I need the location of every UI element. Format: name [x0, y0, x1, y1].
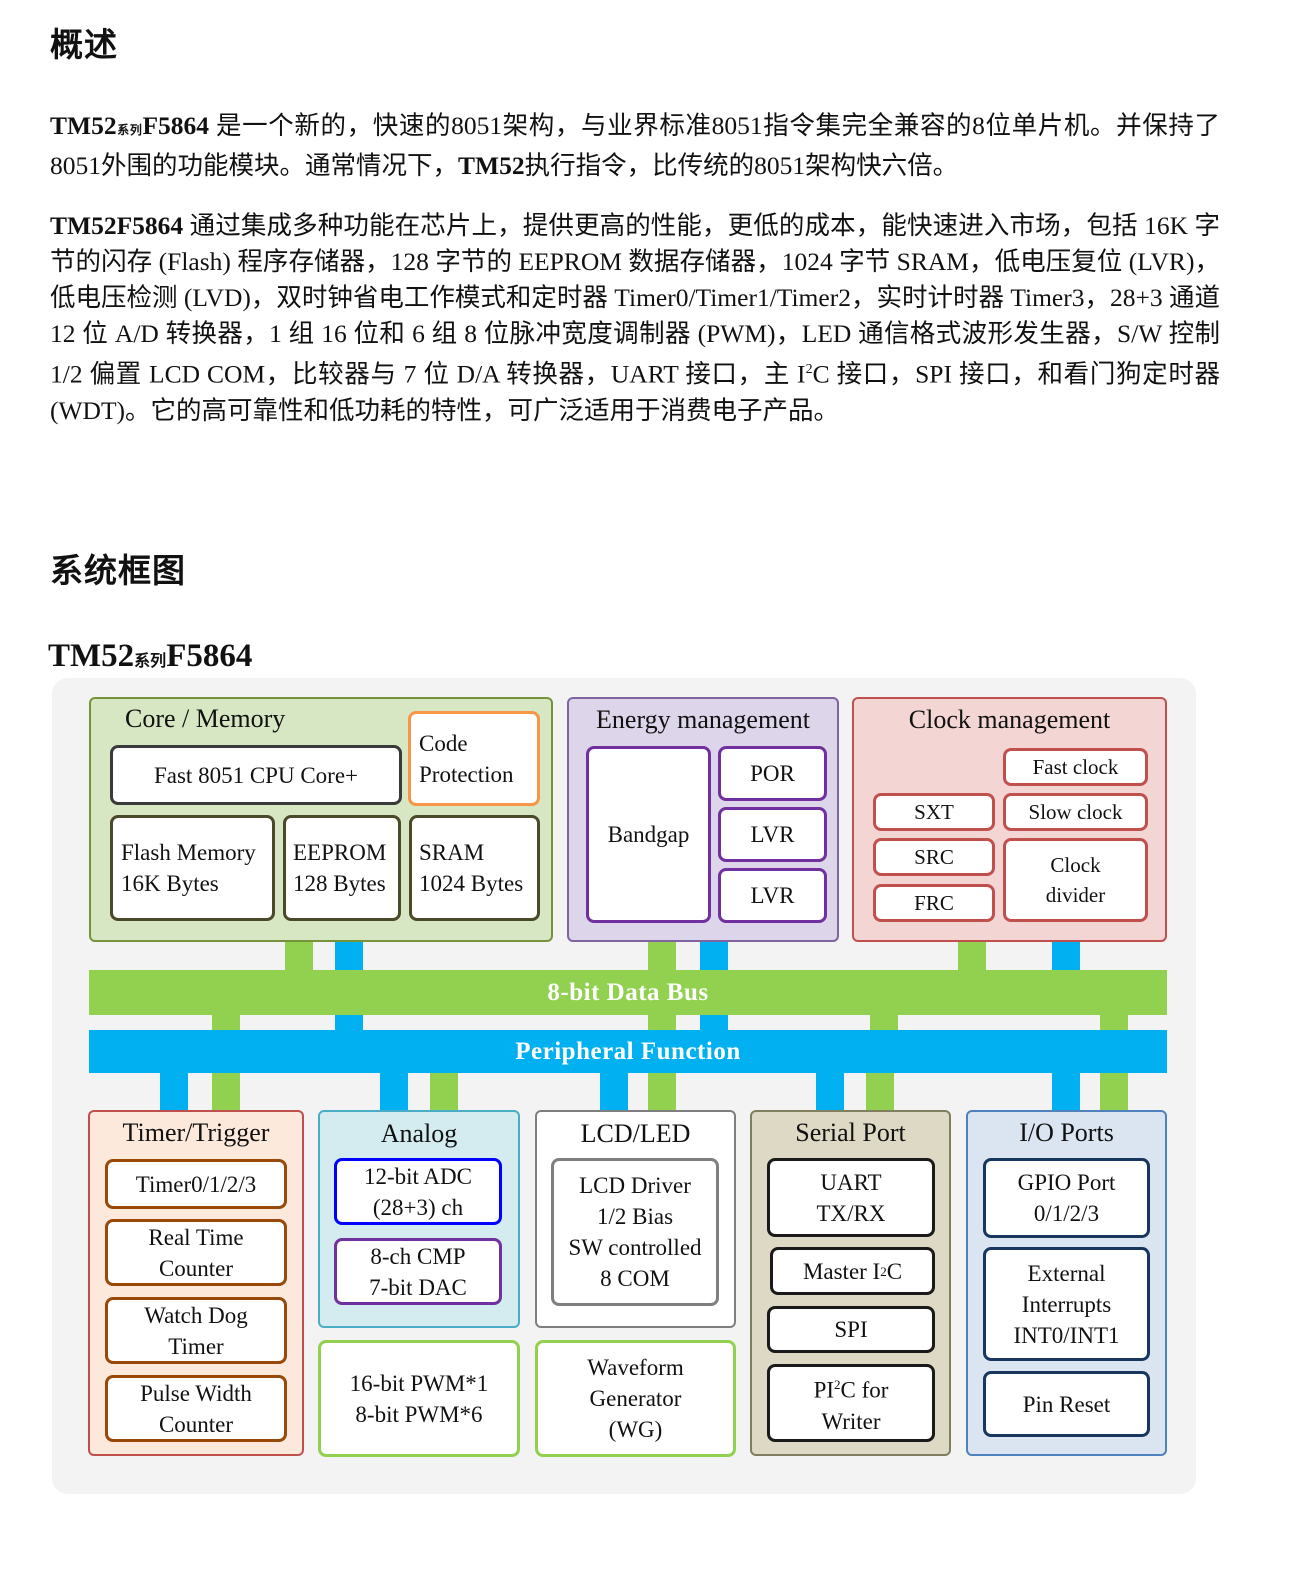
- adc-block: 12-bit ADC (28+3) ch: [334, 1158, 502, 1225]
- sxt-block: SXT: [873, 793, 995, 831]
- real-time-counter-block: Real Time Counter: [105, 1219, 287, 1286]
- bus-connector: [816, 1072, 844, 1112]
- lcd-driver-block: LCD Driver 1/2 Bias SW controlled 8 COM: [551, 1158, 719, 1306]
- block-diagram-heading: 系统框图: [50, 551, 186, 590]
- bus-connector: [648, 1014, 676, 1032]
- timer-trigger-title: Timer/Trigger: [122, 1118, 270, 1147]
- core-memory-title: Core / Memory: [125, 704, 286, 733]
- bus-connector: [212, 1014, 240, 1032]
- external-interrupts-block: External Interrupts INT0/INT1: [983, 1247, 1150, 1361]
- data-bus: 8-bit Data Bus: [89, 970, 1167, 1015]
- bus-connector: [958, 940, 986, 972]
- bus-connector: [1100, 1072, 1128, 1112]
- lvr-block: LVR: [718, 807, 827, 862]
- src-block: SRC: [873, 838, 995, 876]
- spi-block: SPI: [767, 1306, 935, 1353]
- clock-management-title: Clock management: [908, 705, 1111, 734]
- energy-management-title: Energy management: [596, 705, 810, 734]
- chip-title: TM52系列F5864: [48, 638, 253, 674]
- pin-reset-block: Pin Reset: [983, 1371, 1150, 1437]
- bus-connector: [380, 1072, 408, 1112]
- bandgap-block: Bandgap: [586, 746, 711, 923]
- slow-clock-block: Slow clock: [1003, 793, 1148, 831]
- eeprom-block: EEPROM 128 Bytes: [283, 815, 401, 921]
- bus-connector: [335, 1014, 363, 1032]
- watch-dog-timer-block: Watch Dog Timer: [105, 1297, 287, 1364]
- overview-paragraph-1: TM52系列F5864 是一个新的，快速的8051架构，与业界标准8051指令集…: [50, 111, 1220, 180]
- overview-heading: 概述: [50, 25, 118, 64]
- bus-connector: [648, 1072, 676, 1112]
- peripheral-function-bus: Peripheral Function: [89, 1030, 1167, 1073]
- lvr-block-2: LVR: [718, 868, 827, 923]
- pwm-block: 16-bit PWM*1 8-bit PWM*6: [318, 1340, 520, 1457]
- lcd-led-title: LCD/LED: [580, 1119, 691, 1148]
- bus-connector: [600, 1072, 628, 1112]
- overview-paragraph-2: TM52F5864 通过集成多种功能在芯片上，提供更高的性能，更低的成本，能快速…: [50, 211, 1221, 425]
- analog-title: Analog: [380, 1119, 458, 1148]
- pulse-width-counter-block: Pulse Width Counter: [105, 1375, 287, 1442]
- flash-memory-block: Flash Memory 16K Bytes: [110, 815, 275, 921]
- io-ports-title: I/O Ports: [1019, 1118, 1114, 1147]
- bus-connector: [212, 1072, 240, 1112]
- bus-connector: [870, 1014, 898, 1032]
- bus-connector: [648, 940, 676, 972]
- timer0123-block: Timer0/1/2/3: [105, 1159, 287, 1209]
- bus-connector: [430, 1072, 458, 1112]
- uart-block: UART TX/RX: [767, 1158, 935, 1237]
- clock-divider-block: Clock divider: [1003, 838, 1148, 922]
- waveform-generator-block: Waveform Generator (WG): [535, 1340, 736, 1457]
- bus-connector: [1052, 940, 1080, 972]
- fast-clock-block: Fast clock: [1003, 748, 1148, 786]
- bus-connector: [160, 1072, 188, 1112]
- bus-connector: [700, 1014, 728, 1032]
- bus-connector: [335, 940, 363, 972]
- cpu-core-block: Fast 8051 CPU Core+: [110, 745, 402, 805]
- bus-connector: [1052, 1072, 1080, 1112]
- bus-connector: [1100, 1014, 1128, 1032]
- bus-connector: [866, 1072, 894, 1112]
- serial-port-title: Serial Port: [795, 1118, 906, 1147]
- pi2c-writer-block: PI2C for Writer: [767, 1364, 935, 1442]
- bus-connector: [285, 940, 313, 972]
- por-block: POR: [718, 746, 827, 801]
- cmp-dac-block: 8-ch CMP 7-bit DAC: [334, 1238, 502, 1305]
- code-protection-block: Code Protection: [408, 711, 540, 806]
- sram-block: SRAM 1024 Bytes: [409, 815, 540, 921]
- gpio-port-block: GPIO Port 0/1/2/3: [983, 1158, 1150, 1238]
- bus-connector: [700, 940, 728, 972]
- frc-block: FRC: [873, 884, 995, 922]
